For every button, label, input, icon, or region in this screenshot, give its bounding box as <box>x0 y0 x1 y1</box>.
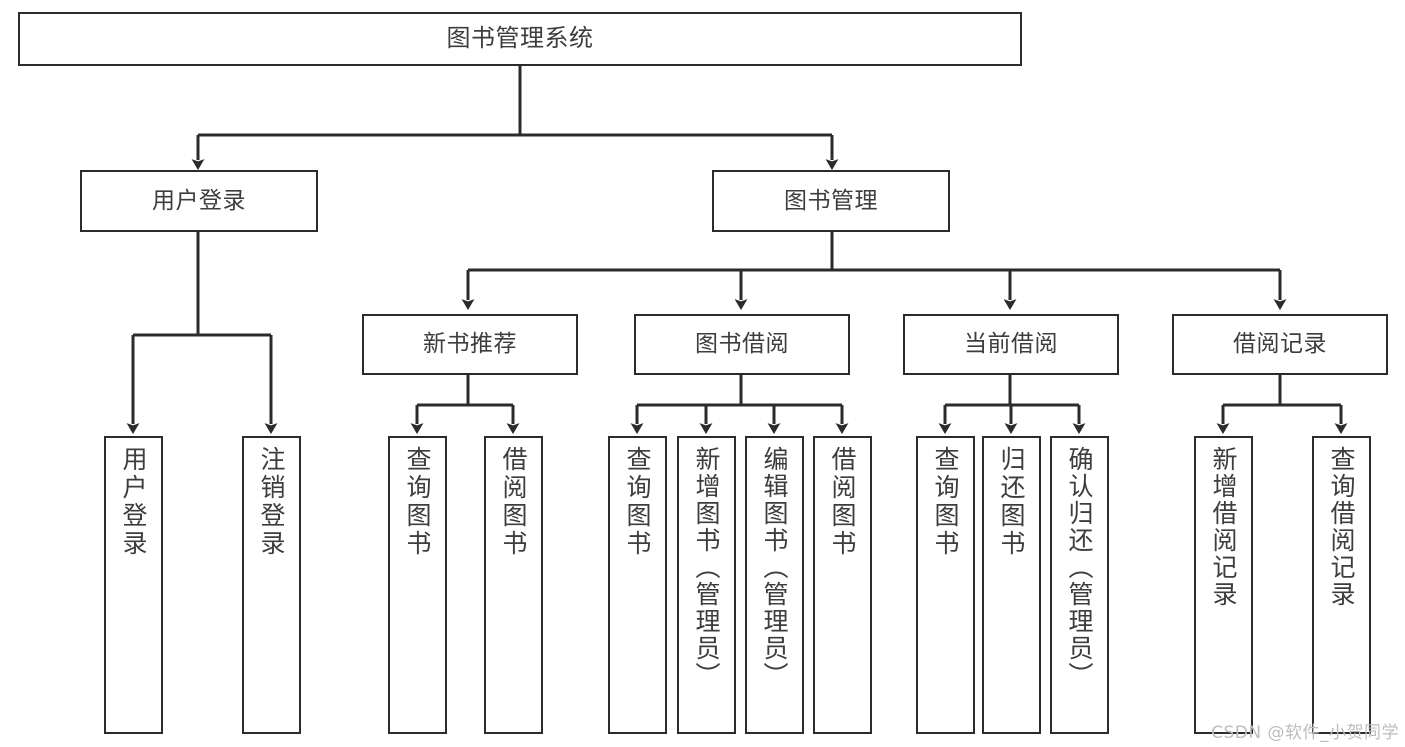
node-leaf-query-book-3-label: 查询图书 <box>931 446 960 558</box>
node-leaf-user-login-label: 用户登录 <box>119 446 148 558</box>
node-leaf-query-book-2[interactable]: 查询图书 <box>608 436 667 734</box>
node-leaf-borrow-book-2-label: 借阅图书 <box>828 446 857 558</box>
node-new-book-recommend-label: 新书推荐 <box>423 331 517 358</box>
node-book-manage[interactable]: 图书管理 <box>712 170 950 232</box>
node-leaf-borrow-book-1[interactable]: 借阅图书 <box>484 436 543 734</box>
node-leaf-add-record-label: 新增借阅记录 <box>1209 446 1238 608</box>
node-leaf-borrow-book-1-label: 借阅图书 <box>499 446 528 558</box>
node-leaf-edit-book[interactable]: 编辑图书（管理员） <box>745 436 804 734</box>
node-leaf-query-record[interactable]: 查询借阅记录 <box>1312 436 1371 734</box>
node-borrow-record[interactable]: 借阅记录 <box>1172 314 1388 375</box>
node-leaf-edit-book-label: 编辑图书（管理员） <box>760 446 789 689</box>
node-borrow-record-label: 借阅记录 <box>1233 331 1327 358</box>
node-user-login-label: 用户登录 <box>152 187 246 214</box>
node-current-borrow[interactable]: 当前借阅 <box>903 314 1119 375</box>
node-leaf-query-book-1[interactable]: 查询图书 <box>388 436 447 734</box>
node-root[interactable]: 图书管理系统 <box>18 12 1022 66</box>
node-leaf-logout[interactable]: 注销登录 <box>242 436 301 734</box>
node-book-borrow[interactable]: 图书借阅 <box>634 314 850 375</box>
node-leaf-confirm-return[interactable]: 确认归还（管理员） <box>1050 436 1109 734</box>
node-book-manage-label: 图书管理 <box>784 187 878 214</box>
node-leaf-add-record[interactable]: 新增借阅记录 <box>1194 436 1253 734</box>
node-leaf-query-book-1-label: 查询图书 <box>403 446 432 558</box>
node-leaf-return-book[interactable]: 归还图书 <box>982 436 1041 734</box>
node-leaf-add-book-label: 新增图书（管理员） <box>692 446 721 689</box>
node-leaf-add-book[interactable]: 新增图书（管理员） <box>677 436 736 734</box>
node-current-borrow-label: 当前借阅 <box>964 331 1058 358</box>
node-leaf-borrow-book-2[interactable]: 借阅图书 <box>813 436 872 734</box>
node-book-borrow-label: 图书借阅 <box>695 331 789 358</box>
node-leaf-confirm-return-label: 确认归还（管理员） <box>1065 446 1094 689</box>
node-leaf-logout-label: 注销登录 <box>257 446 286 558</box>
node-leaf-query-book-3[interactable]: 查询图书 <box>916 436 975 734</box>
node-leaf-return-book-label: 归还图书 <box>997 446 1026 558</box>
node-leaf-query-book-2-label: 查询图书 <box>623 446 652 558</box>
node-leaf-query-record-label: 查询借阅记录 <box>1327 446 1356 608</box>
node-user-login[interactable]: 用户登录 <box>80 170 318 232</box>
node-root-label: 图书管理系统 <box>446 24 594 53</box>
node-leaf-user-login[interactable]: 用户登录 <box>104 436 163 734</box>
node-new-book-recommend[interactable]: 新书推荐 <box>362 314 578 375</box>
